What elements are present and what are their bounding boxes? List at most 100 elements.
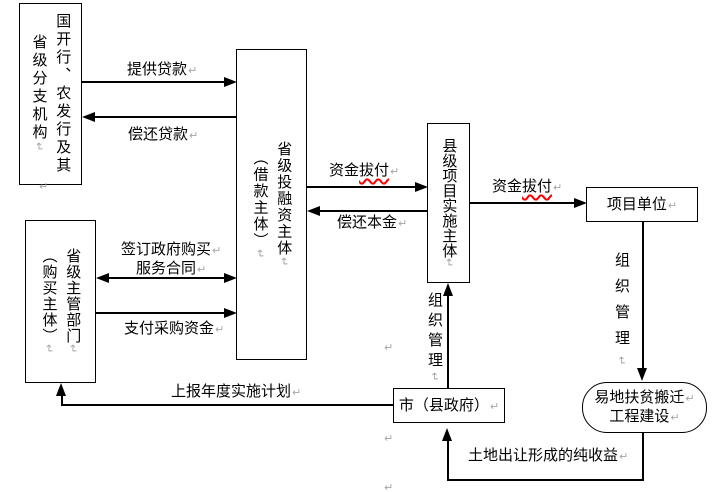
provincial-investor-col-right: 省级投融资主体↵ xyxy=(275,141,293,268)
report-annual-plan-text: 上报年度实施计划 xyxy=(171,383,292,400)
construction-line-2: 工程建设↵ xyxy=(609,408,679,427)
project-unit-label: 项目单位 xyxy=(606,195,667,213)
project-unit-text: 项目单位↵ xyxy=(587,188,697,221)
provincial-investor-sublabel: （借款主体） xyxy=(251,149,269,249)
provide-loan-label: 提供贷款↵ xyxy=(127,62,197,79)
provincial-dept-col-left: （购买主体）↵ xyxy=(40,248,58,355)
paragraph-mark: ↵ xyxy=(442,258,456,268)
bank-box-col-right: 国开行、农发行及其 xyxy=(54,13,71,175)
fund-allocation-2-arrow-line xyxy=(470,202,574,204)
paragraph-mark: ↵ xyxy=(489,399,500,413)
fund-allocation-2-flagged: 拔付 xyxy=(522,178,553,195)
org-management-left-arrow-line xyxy=(447,295,449,388)
construction-line-1: 易地扶贫搬迁↵ xyxy=(594,389,694,408)
county-implementer-box: 县级项目实施主体↵ xyxy=(427,123,470,283)
paragraph-mark: ↵ xyxy=(197,263,207,276)
paragraph-mark: ↵ xyxy=(253,248,267,260)
org-management-left-label: 组织管理↵ xyxy=(424,292,445,386)
land-transfer-income-arrow-hline xyxy=(447,479,644,481)
fund-allocation-1-label: 资金拔付↵ xyxy=(329,163,399,180)
arrowhead-left-icon xyxy=(96,273,109,283)
land-transfer-income-label: 土地出让形成的纯收益↵ xyxy=(468,448,628,465)
repay-loan-label-text: 偿还贷款 xyxy=(128,126,189,143)
construction-terminator: 易地扶贫搬迁↵ 工程建设↵ xyxy=(582,382,707,433)
arrowhead-right-icon xyxy=(415,182,428,192)
paragraph-mark: ↵ xyxy=(384,481,394,492)
paragraph-mark: ↵ xyxy=(670,410,680,424)
provincial-investor-label: 省级投融资主体 xyxy=(275,141,293,257)
provincial-dept-text: 省级主管部门↵ （购买主体）↵ xyxy=(26,221,95,382)
paragraph-mark: ↵ xyxy=(32,141,46,155)
paragraph-mark: ↵ xyxy=(428,372,441,387)
provincial-investor-col-left: （借款主体）↵ xyxy=(251,149,269,260)
city-gov-text: 市（县政府）↵ xyxy=(394,389,504,422)
fund-allocation-2-prefix: 资金 xyxy=(492,178,523,195)
paragraph-mark: ↵ xyxy=(42,344,56,355)
provincial-investor-text: 省级投融资主体↵ （借款主体）↵ xyxy=(237,50,306,359)
sign-contract-label-1-text: 签订政府购买 xyxy=(121,241,212,258)
paragraph-mark: ↵ xyxy=(189,129,199,142)
sign-contract-label-2: 服务合同↵ xyxy=(136,261,206,278)
sign-contract-arrow-line xyxy=(108,277,224,279)
paragraph-mark: ↵ xyxy=(277,256,291,268)
repay-principal-label-text: 偿还本金 xyxy=(337,214,398,231)
arrowhead-left-icon xyxy=(82,112,95,122)
arrowhead-up-icon xyxy=(443,283,453,296)
paragraph-mark: ↵ xyxy=(215,323,225,336)
paragraph-mark: ↵ xyxy=(292,386,302,399)
fund-allocation-2-label: 资金拔付↵ xyxy=(492,179,562,196)
bank-box-col-left: 省级分支机构↵ xyxy=(30,33,48,155)
arrowhead-right-icon xyxy=(224,77,237,87)
pay-procurement-arrow-line xyxy=(96,312,224,314)
paragraph-mark: ↵ xyxy=(553,181,563,194)
paragraph-mark: ↵ xyxy=(685,391,695,405)
paragraph-mark: ↵ xyxy=(212,244,222,257)
land-transfer-income-arrow-vline-left xyxy=(447,440,449,481)
provincial-dept-box: 省级主管部门↵ （购买主体）↵ xyxy=(25,220,96,383)
provide-loan-arrow-line xyxy=(82,81,224,83)
paragraph-mark: ↵ xyxy=(384,432,394,445)
paragraph-mark: ↵ xyxy=(390,165,400,178)
paragraph-mark: ↵ xyxy=(667,198,678,212)
city-gov-box: 市（县政府）↵ xyxy=(393,388,505,423)
repay-principal-arrow-line xyxy=(319,210,427,212)
bank-box-label-2: 省级分支机构 xyxy=(30,33,48,142)
construction-label-1: 易地扶贫搬迁 xyxy=(594,388,685,406)
provincial-dept-sublabel: （购买主体） xyxy=(40,248,58,345)
paragraph-mark: ↵ xyxy=(398,217,408,230)
sign-contract-label-1: 签订政府购买↵ xyxy=(121,242,221,259)
org-management-left-text: 组织管理 xyxy=(426,292,443,372)
project-unit-line: 项目单位↵ xyxy=(607,195,677,215)
provide-loan-label-text: 提供贷款 xyxy=(127,61,188,78)
repay-principal-label: 偿还本金↵ xyxy=(337,215,407,232)
report-annual-plan-label: 上报年度实施计划↵ xyxy=(171,384,301,401)
repay-loan-arrow-line xyxy=(94,116,236,118)
fund-allocation-1-prefix: 资金 xyxy=(329,162,360,179)
paragraph-mark: ↵ xyxy=(39,180,49,193)
provincial-dept-col-right: 省级主管部门↵ xyxy=(64,248,82,354)
county-implementer-text: 县级项目实施主体↵ xyxy=(428,124,469,282)
bank-box-text: 国开行、农发行及其 省级分支机构↵ xyxy=(20,4,81,184)
arrowhead-left-icon xyxy=(307,206,320,216)
provincial-dept-label: 省级主管部门 xyxy=(64,248,82,345)
county-implementer-col: 县级项目实施主体↵ xyxy=(440,138,457,268)
provincial-investor-box: 省级投融资主体↵ （借款主体）↵ xyxy=(236,49,307,360)
org-management-right-arrow-line xyxy=(642,222,644,368)
sign-contract-label-2-text: 服务合同 xyxy=(136,260,197,277)
arrowhead-right-icon xyxy=(224,308,237,318)
construction-label-2: 工程建设 xyxy=(609,407,670,425)
city-gov-line: 市（县政府）↵ xyxy=(399,396,499,416)
repay-loan-label: 偿还贷款↵ xyxy=(128,127,198,144)
org-management-right-label: 组织管理↵ xyxy=(611,252,632,376)
paragraph-mark: ↵ xyxy=(615,356,628,377)
report-annual-plan-arrow-vline xyxy=(61,395,63,405)
construction-text: 易地扶贫搬迁↵ 工程建设↵ xyxy=(583,383,706,432)
arrowhead-up-icon xyxy=(442,428,452,441)
paragraph-mark: ↵ xyxy=(188,64,198,77)
report-annual-plan-arrow-hline xyxy=(61,404,393,406)
org-management-right-text: 组织管理 xyxy=(613,252,630,356)
arrowhead-up-icon xyxy=(56,383,66,396)
arrowhead-down-icon xyxy=(637,368,647,381)
land-transfer-income-arrow-vline-right xyxy=(642,433,644,481)
land-transfer-income-text: 土地出让形成的纯收益 xyxy=(468,447,619,464)
